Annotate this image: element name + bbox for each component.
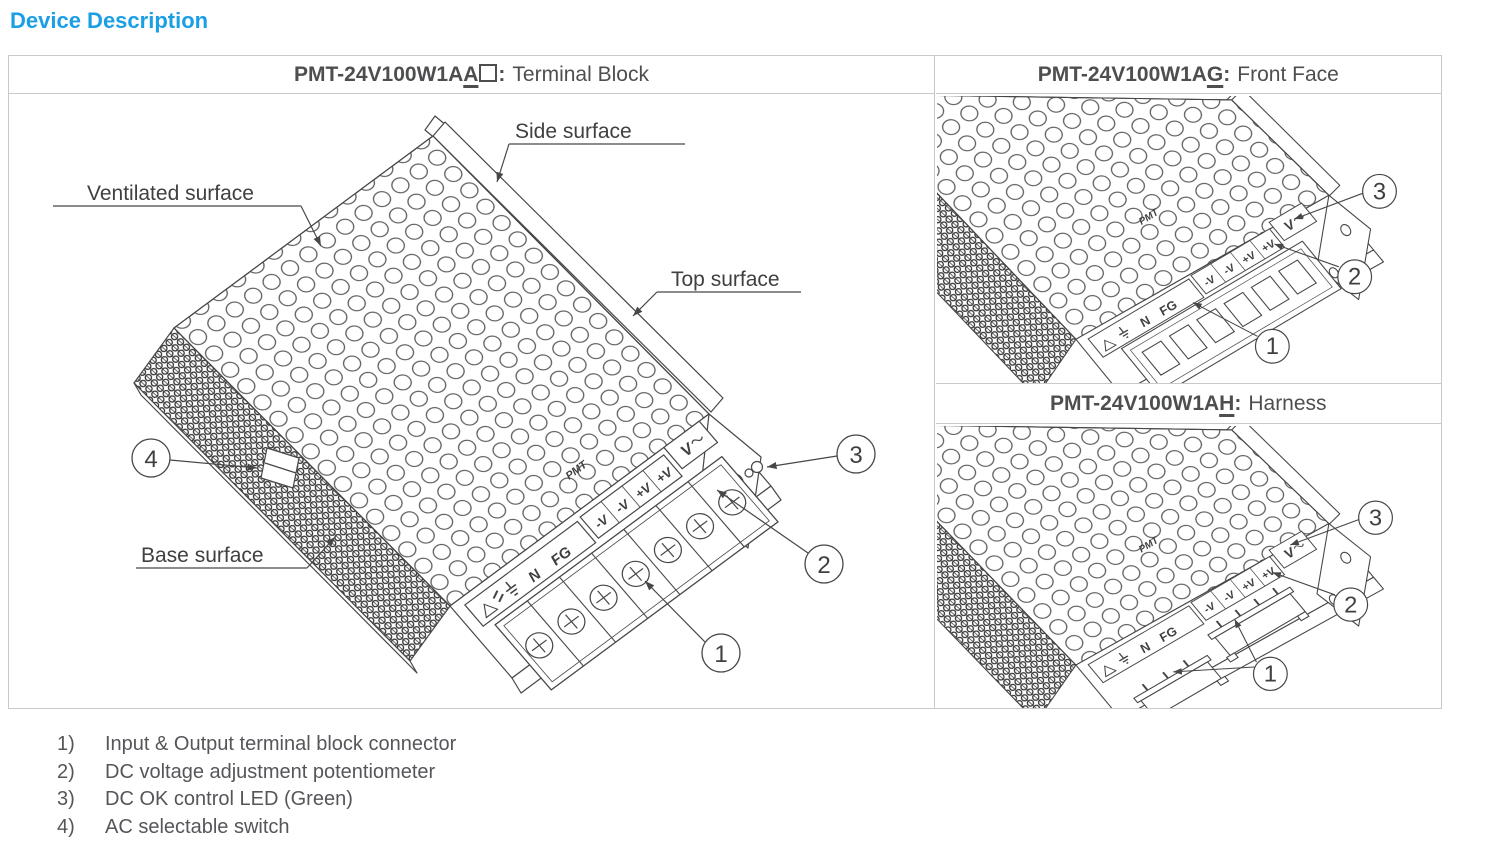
earth-ground-icon — [505, 581, 519, 596]
callout-1: 1 — [714, 641, 727, 668]
terminal-block-diagram: N FG -V -V +V +V V — [9, 96, 934, 708]
legend-item: 3) DC OK control LED (Green) — [57, 786, 456, 814]
callout-2: 2 — [1344, 592, 1357, 618]
model-number: PMT-24V100W1AA: — [294, 62, 506, 86]
flange-hole — [1340, 223, 1352, 236]
earth-ground-icon — [1118, 326, 1129, 338]
callout-4: 4 — [144, 446, 157, 473]
legend-item-number: 4) — [57, 815, 75, 838]
callout-circles — [131, 433, 876, 673]
harness-connector-1 — [1133, 654, 1230, 708]
callout-3-circle — [1362, 173, 1397, 209]
legend-item-text: DC voltage adjustment potentiometer — [105, 760, 436, 783]
device-description-figure: PMT-24V100W1AA: Terminal Block PMT-24V10… — [8, 55, 1442, 709]
front-face-diagram: N FG -V -V +V +V V PMT — [937, 95, 1441, 383]
model-number: PMT-24V100W1AG: — [1037, 62, 1231, 86]
page-title: Device Description — [10, 8, 209, 33]
legend-item-text: AC selectable switch — [105, 815, 290, 838]
legend-item-number: 1) — [57, 733, 75, 755]
label-strip: N FG -V -V +V +V V — [1087, 201, 1318, 358]
panel-descriptor: Front Face — [1237, 62, 1339, 86]
base-lip — [133, 381, 418, 674]
annotations — [1192, 192, 1363, 337]
panel-header-harness: PMT-24V100W1AH: Harness — [935, 383, 1441, 424]
model-number: PMT-24V100W1AH: — [1049, 391, 1242, 415]
callout-1-circle — [701, 632, 741, 673]
ventilated-band — [937, 191, 1077, 383]
annotations — [1173, 518, 1359, 675]
column-divider — [934, 56, 935, 708]
label-top-surface: Top surface — [671, 268, 780, 291]
legend-item-text: Input & Output terminal block connector — [105, 733, 457, 755]
label-side-surface: Side surface — [515, 120, 632, 143]
callout-3: 3 — [849, 442, 862, 469]
callout-legend: 1) Input & Output terminal block connect… — [57, 731, 456, 841]
callout-3-circle — [1358, 500, 1393, 535]
terminal-screws — [525, 488, 747, 659]
legend-item-number: 3) — [57, 788, 75, 810]
legend-item: 4) AC selectable switch — [57, 814, 456, 842]
dc-ok-led — [750, 460, 764, 473]
terminal-assembly: N FG -V -V +V +V V — [463, 419, 779, 691]
callout-2-circle — [1333, 586, 1369, 622]
callout-2: 2 — [817, 552, 830, 579]
label-ventilated-surface: Ventilated surface — [87, 182, 254, 205]
callout-1: 1 — [1264, 661, 1277, 687]
legend-item-text: DC OK control LED (Green) — [105, 788, 353, 810]
legend-item-number: 2) — [57, 760, 75, 783]
panel-header-front-face: PMT-24V100W1AG: Front Face — [935, 56, 1441, 94]
side-surface-strip — [432, 120, 724, 413]
callout-1: 1 — [1266, 333, 1279, 360]
legend-item: 1) Input & Output terminal block connect… — [57, 731, 456, 759]
placeholder-box-icon — [479, 63, 498, 82]
harness-connector-2 — [1207, 585, 1310, 663]
panel-descriptor: Harness — [1248, 391, 1327, 415]
panel-descriptor: Terminal Block — [512, 62, 649, 86]
open-connector-block — [1120, 240, 1342, 383]
callout-1-circle — [1252, 656, 1288, 691]
callout-2: 2 — [1348, 263, 1361, 290]
annotations — [53, 142, 838, 642]
harness-connectors — [1133, 585, 1310, 708]
vadj-label-box — [662, 419, 719, 470]
callout-2-circle — [1337, 258, 1373, 294]
warning-triangle-icon — [483, 602, 499, 619]
harness-diagram: 3 2 1 — [937, 425, 1441, 708]
legend-item: 2) DC voltage adjustment potentiometer — [57, 759, 456, 787]
callout-2-circle — [804, 543, 844, 584]
input-label-strip — [463, 520, 597, 627]
panel-header-terminal-block: PMT-24V100W1AA: Terminal Block — [9, 56, 934, 94]
callout-3-circle — [836, 433, 876, 474]
callout-4-circle — [131, 437, 171, 478]
callout-3: 3 — [1369, 505, 1382, 531]
callout-1-circle — [1254, 328, 1290, 364]
callout-3: 3 — [1373, 178, 1386, 205]
ac-wave-icon — [691, 436, 703, 444]
label-base-surface: Base surface — [141, 544, 264, 567]
